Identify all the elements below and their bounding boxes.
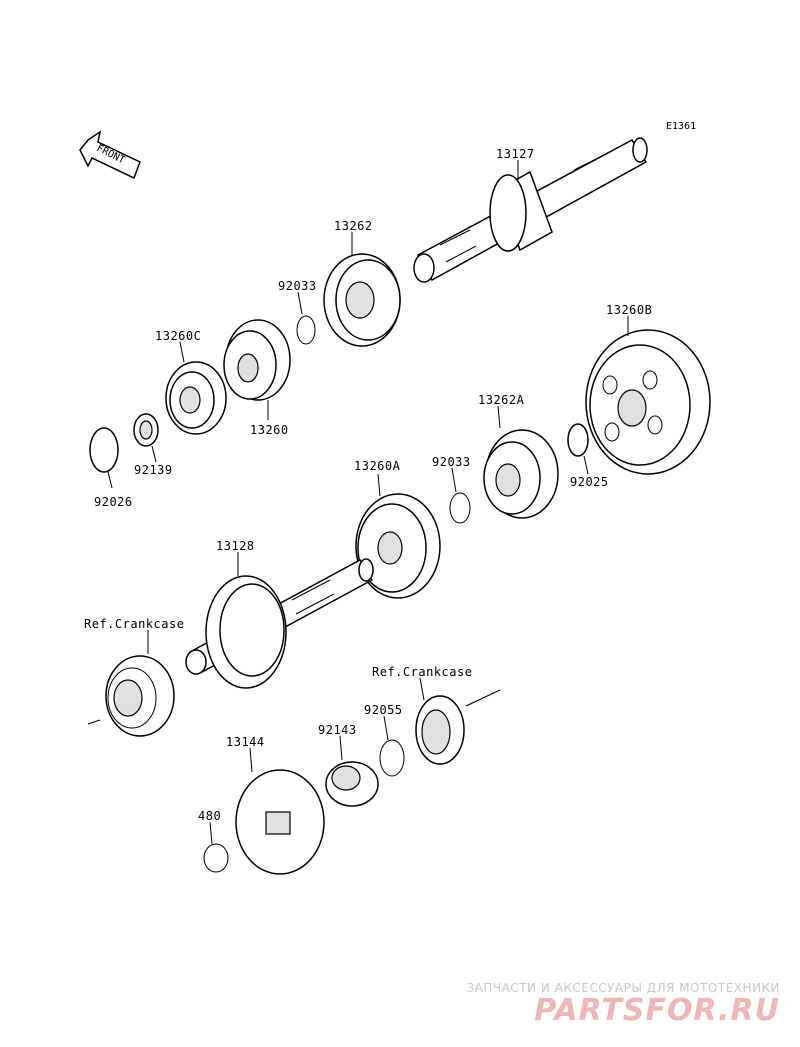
washer-92025 xyxy=(567,423,589,457)
watermark-logo: PARTSFOR.RU xyxy=(534,993,780,1028)
label-92026: 92026 xyxy=(94,495,133,509)
oil-seal-right xyxy=(415,689,501,765)
input-shaft-13127 xyxy=(413,137,648,283)
ref-crankcase-right: Ref.Crankcase xyxy=(372,665,472,679)
label-92033-lower: 92033 xyxy=(432,455,471,469)
front-arrow-icon: FRONT xyxy=(79,130,141,180)
gear-13262 xyxy=(323,253,401,347)
washer-92026 xyxy=(89,427,119,473)
label-480: 480 xyxy=(198,809,221,823)
label-13260: 13260 xyxy=(250,423,289,437)
circlip-92033-lower xyxy=(449,492,471,524)
circlip-92033-upper xyxy=(296,315,316,345)
bearing-left xyxy=(87,655,175,737)
label-92055: 92055 xyxy=(364,703,403,717)
label-13127: 13127 xyxy=(496,147,535,161)
diagram-code: E1361 xyxy=(666,121,696,132)
label-92033-upper: 92033 xyxy=(278,279,317,293)
sprocket-13144 xyxy=(235,769,325,875)
label-13144: 13144 xyxy=(226,735,265,749)
label-13262: 13262 xyxy=(334,219,373,233)
label-13128: 13128 xyxy=(216,539,255,553)
label-13262A: 13262A xyxy=(478,393,525,407)
label-92025: 92025 xyxy=(570,475,609,489)
gear-13260A xyxy=(355,493,441,599)
label-13260B: 13260B xyxy=(606,303,652,317)
output-shaft-13128 xyxy=(185,558,374,689)
gear-13260B xyxy=(585,329,711,475)
ref-crankcase-left: Ref.Crankcase xyxy=(84,617,184,631)
collar-92143 xyxy=(325,761,379,807)
label-13260C: 13260C xyxy=(155,329,201,343)
gear-13260 xyxy=(223,319,291,401)
label-13260A: 13260A xyxy=(354,459,401,473)
gear-13262A xyxy=(483,429,559,519)
circlip-480 xyxy=(203,843,229,873)
watermark: ЗАПЧАСТИ И АКСЕССУАРЫ ДЛЯ МОТОТЕХНИКИ PA… xyxy=(466,981,780,1027)
collar-92139 xyxy=(133,413,159,447)
label-92139: 92139 xyxy=(134,463,173,477)
gear-13260C xyxy=(165,361,227,435)
label-92143: 92143 xyxy=(318,723,357,737)
o-ring-92055 xyxy=(379,739,405,777)
watermark-tagline: ЗАПЧАСТИ И АКСЕССУАРЫ ДЛЯ МОТОТЕХНИКИ xyxy=(466,981,780,995)
